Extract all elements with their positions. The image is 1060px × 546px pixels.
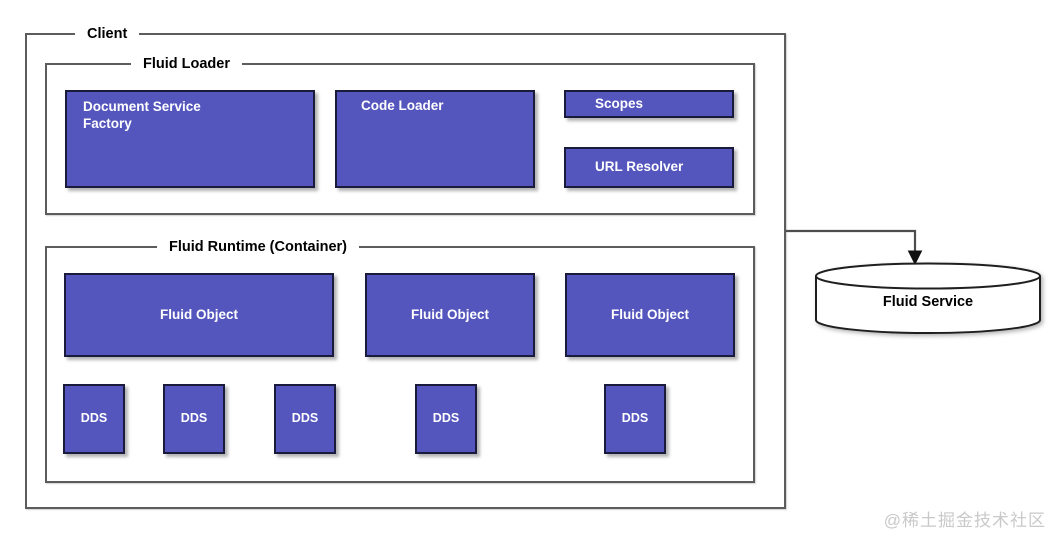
- dds-box: DDS: [63, 384, 125, 454]
- fluid-runtime-label: Fluid Runtime (Container): [157, 237, 360, 257]
- dds-label: DDS: [291, 411, 319, 426]
- client-label: Client: [75, 24, 140, 44]
- dds-box: DDS: [163, 384, 225, 454]
- dds-label: DDS: [80, 411, 108, 426]
- dds-label: DDS: [621, 411, 649, 426]
- dds-box: DDS: [415, 384, 477, 454]
- url-resolver-label: URL Resolver: [595, 159, 684, 175]
- fluid-object-label: Fluid Object: [610, 306, 689, 322]
- fluid-loader-group-box: Fluid Loader Document Service Factory Co…: [45, 54, 755, 215]
- dds-box: DDS: [274, 384, 336, 454]
- fluid-service-cylinder: [815, 262, 1041, 334]
- document-service-factory-box: Document Service Factory: [65, 90, 315, 188]
- code-loader-label: Code Loader: [361, 98, 444, 113]
- document-service-factory-label: Document Service Factory: [83, 99, 201, 131]
- fluid-service-label: Fluid Service: [882, 294, 974, 310]
- client-to-service-arrow: [786, 229, 923, 266]
- scopes-box: Scopes: [564, 90, 734, 118]
- scopes-label: Scopes: [595, 95, 644, 111]
- fluid-object-label: Fluid Object: [159, 306, 238, 322]
- fluid-object-box: Fluid Object: [64, 273, 334, 357]
- dds-label: DDS: [180, 411, 208, 426]
- code-loader-box: Code Loader: [335, 90, 535, 188]
- dds-box: DDS: [604, 384, 666, 454]
- fluid-object-box: Fluid Object: [365, 273, 535, 357]
- fluid-object-label: Fluid Object: [410, 306, 489, 322]
- client-group-box: Client Fluid Loader Document Service Fac…: [25, 24, 786, 509]
- dds-label: DDS: [432, 411, 460, 426]
- url-resolver-box: URL Resolver: [564, 147, 734, 188]
- fluid-loader-label: Fluid Loader: [131, 54, 242, 74]
- fluid-object-box: Fluid Object: [565, 273, 735, 357]
- fluid-runtime-group-box: Fluid Runtime (Container) Fluid Object F…: [45, 237, 755, 483]
- watermark: @稀土掘金技术社区: [883, 511, 1046, 530]
